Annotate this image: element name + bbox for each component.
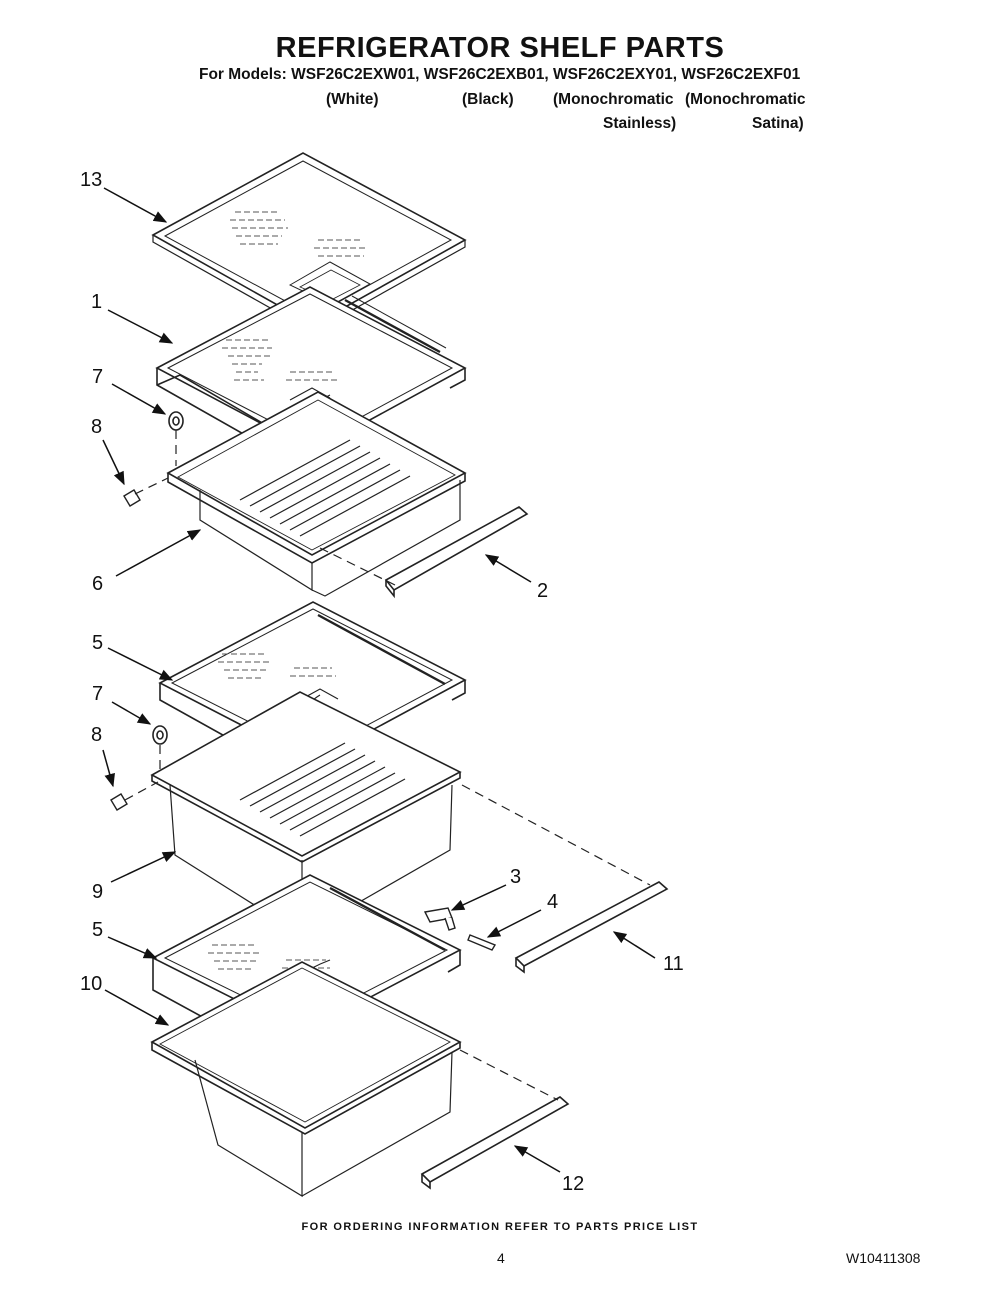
callout-4: 4 — [547, 891, 558, 913]
variant-white: (White) — [326, 91, 379, 108]
callout-9: 9 — [92, 881, 103, 903]
variant-mono-satina-line2: Satina) — [752, 115, 804, 132]
callout-12: 12 — [562, 1173, 584, 1195]
rail-2 — [384, 506, 529, 599]
rail-11 — [514, 881, 669, 974]
document-number: W10411308 — [846, 1250, 921, 1266]
drawer-10 — [150, 961, 462, 1198]
callout-6: 6 — [92, 573, 103, 595]
callout-13: 13 — [80, 169, 102, 191]
model-list: For Models: WSF26C2EXW01, WSF26C2EXB01, … — [199, 66, 801, 83]
drawer-6 — [166, 391, 467, 597]
variant-black: (Black) — [462, 91, 514, 108]
callout-10: 10 — [80, 973, 102, 995]
variant-mono-satina-line1: (Monochromatic — [685, 91, 806, 108]
callout-8: 8 — [91, 416, 102, 438]
variant-mono-stainless-line1: (Monochromatic — [553, 91, 674, 108]
drawer-9 — [150, 691, 462, 937]
leader-arrows — [102, 187, 656, 1173]
clip-3 — [423, 907, 456, 931]
ordering-note: FOR ORDERING INFORMATION REFER TO PARTS … — [301, 1221, 699, 1233]
callout-11: 11 — [663, 953, 684, 975]
callout-3: 3 — [510, 866, 521, 888]
alignment-lines — [124, 430, 651, 1101]
spacer-7-lower — [152, 725, 168, 745]
callout-1: 1 — [91, 291, 102, 313]
variant-mono-stainless-line2: Stainless) — [603, 115, 677, 132]
callout-2: 2 — [537, 580, 548, 602]
callout-5: 5 — [92, 919, 103, 941]
spacer-7-upper — [168, 411, 184, 431]
clip-4 — [467, 934, 497, 951]
callout-8: 8 — [91, 724, 102, 746]
rail-12 — [420, 1096, 570, 1190]
callout-7: 7 — [92, 683, 103, 705]
page-number: 4 — [497, 1250, 505, 1266]
screw-8-lower — [110, 793, 128, 811]
callout-7: 7 — [92, 366, 103, 388]
callout-5: 5 — [92, 632, 103, 654]
page-title: REFRIGERATOR SHELF PARTS — [275, 32, 725, 64]
